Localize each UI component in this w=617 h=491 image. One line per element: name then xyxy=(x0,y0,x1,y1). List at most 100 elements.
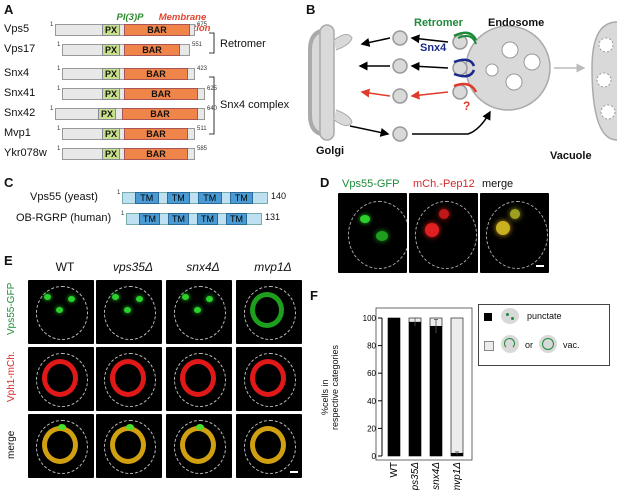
protein-name: Snx4 xyxy=(4,67,30,79)
y-axis-label-1: %cells in xyxy=(320,379,330,415)
tm-end-residue: 131 xyxy=(265,212,281,222)
e-micrograph xyxy=(166,347,232,411)
panel-e-label: E xyxy=(4,253,13,268)
legend-punctate-swatch xyxy=(484,313,492,321)
endosome-label: Endosome xyxy=(488,17,545,29)
chart-legend: punctate or vac. xyxy=(478,304,610,366)
end-residue: 551 xyxy=(192,42,203,48)
protein-name: Mvp1 xyxy=(4,127,31,139)
e-micrograph xyxy=(236,347,302,411)
e-row-label: merge xyxy=(6,430,17,459)
vacuole-label: Vacuole xyxy=(550,150,592,162)
protein-name: Vps5 xyxy=(4,23,30,35)
legend-vac-swatch xyxy=(484,341,494,351)
domain-diagram-a xyxy=(209,32,215,135)
tm-domain: TM xyxy=(168,213,189,225)
snx4-label-b: Snx4 xyxy=(420,42,447,54)
tm-start-residue: 1 xyxy=(121,211,125,217)
panel-b-label: B xyxy=(306,2,316,17)
tm-end-residue: 140 xyxy=(271,191,287,201)
end-residue: 423 xyxy=(197,66,208,72)
retromer-label-b: Retromer xyxy=(414,17,463,29)
y-tick-label: 80 xyxy=(367,342,376,351)
end-residue: 625 xyxy=(207,86,218,92)
tm-protein-name: Vps55 (yeast) xyxy=(30,191,98,203)
y-tick-label: 100 xyxy=(363,314,377,323)
end-residue: 511 xyxy=(197,126,207,132)
tm-start-residue: 1 xyxy=(117,190,121,196)
legend-punctate-label: punctate xyxy=(527,311,562,321)
retromer-bracket-label: Retromer xyxy=(220,38,266,50)
x-tick-label: WT xyxy=(389,462,400,478)
d-header-gfp: Vps55-GFP xyxy=(342,178,400,190)
e-micrograph xyxy=(166,414,232,478)
question-mark: ? xyxy=(463,99,471,113)
panel-d-label: D xyxy=(320,175,330,190)
protein-name: Ykr078w xyxy=(4,147,47,159)
px-domain: PX xyxy=(98,108,116,120)
tm-domain: TM xyxy=(198,192,222,204)
px-domain: PX xyxy=(102,44,120,56)
tm-domain: TM xyxy=(226,213,247,225)
d-header-merge: merge xyxy=(482,178,514,190)
bar-domain: BAR xyxy=(124,44,180,56)
d-header-mch: mCh.-Pep12 xyxy=(413,178,475,190)
trafficking-diagram xyxy=(308,21,617,142)
bar-domain: BAR xyxy=(124,88,198,100)
d-image-merge xyxy=(480,193,549,273)
panel-c-label: C xyxy=(4,175,14,190)
panel-f-label: F xyxy=(310,288,318,303)
bar-domain: BAR xyxy=(124,128,188,140)
y-tick-label: 0 xyxy=(372,452,377,461)
end-residue: 585 xyxy=(197,146,208,152)
e-micrograph xyxy=(28,347,94,411)
protein-name: Snx42 xyxy=(4,107,36,119)
end-residue: 675 xyxy=(197,22,208,28)
legend-or: or xyxy=(525,340,534,350)
start-residue: 1 xyxy=(50,22,54,28)
start-residue: 1 xyxy=(57,42,61,48)
e-micrograph xyxy=(96,280,162,344)
e-row-label: Vps55-GFP xyxy=(6,282,17,335)
e-column-header: WT xyxy=(55,260,75,274)
e-micrograph xyxy=(236,414,302,478)
tm-domain: TM xyxy=(197,213,218,225)
start-residue: 1 xyxy=(57,126,61,132)
px-domain: PX xyxy=(102,148,120,160)
e-column-header: mvp1Δ xyxy=(254,260,292,274)
bar-domain: BAR xyxy=(124,68,188,80)
start-residue: 1 xyxy=(57,66,61,72)
y-axis-label-2: respective categories xyxy=(330,344,340,430)
bar-domain: BAR xyxy=(122,108,198,120)
bar-segment xyxy=(450,317,464,454)
bar-segment xyxy=(429,325,443,457)
start-residue: 1 xyxy=(50,106,54,112)
px-domain: PX xyxy=(102,24,120,36)
protein-name: Snx41 xyxy=(4,87,36,99)
x-tick-label: vps35Δ xyxy=(410,462,421,490)
bar-segment xyxy=(408,321,422,457)
e-micrograph xyxy=(28,280,94,344)
start-residue: 1 xyxy=(57,86,61,92)
punctate-cell-icon xyxy=(501,308,519,324)
bar-domain: BAR xyxy=(124,24,190,36)
px-domain: PX xyxy=(102,68,120,80)
golgi-shape xyxy=(319,24,335,141)
pi3p-heading: PI(3)P xyxy=(116,12,144,23)
bar-domain: BAR xyxy=(124,148,188,160)
panel-a-label: A xyxy=(4,2,14,17)
e-column-header: vps35Δ xyxy=(112,260,154,274)
snx4-complex-bracket-label: Snx4 complex xyxy=(220,99,290,111)
e-micrograph xyxy=(28,414,94,478)
vacuole-rim-icon xyxy=(501,335,519,353)
x-tick-label: mvp1Δ xyxy=(452,462,463,490)
px-domain: PX xyxy=(102,128,120,140)
tm-protein-name: OB-RGRP (human) xyxy=(16,212,112,224)
tm-domain: TM xyxy=(166,192,190,204)
d-image-gfp xyxy=(338,193,407,273)
tm-domain: TM xyxy=(135,192,159,204)
px-domain: PX xyxy=(102,88,120,100)
tm-domain: TM xyxy=(139,213,160,225)
y-tick-label: 20 xyxy=(367,424,376,433)
